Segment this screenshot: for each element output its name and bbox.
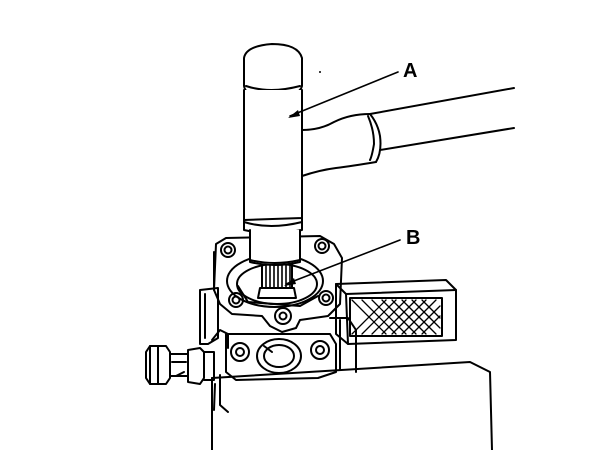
- base-housing: [211, 361, 493, 450]
- callout-leaders: [284, 71, 401, 286]
- leader-arrow-b: [284, 278, 296, 286]
- lower-housing-body: [199, 287, 357, 373]
- leader-arrow-a: [288, 110, 300, 118]
- installer-tool: [243, 43, 303, 266]
- tool-handle: [301, 87, 515, 177]
- leader-line-a: [289, 71, 399, 117]
- callout-label-a: A: [403, 60, 418, 82]
- port-block: [225, 333, 337, 381]
- hatched-box: [335, 279, 457, 345]
- leader-line-b: [285, 239, 401, 285]
- side-bolt: [145, 345, 215, 385]
- callout-label-b: B: [406, 227, 421, 249]
